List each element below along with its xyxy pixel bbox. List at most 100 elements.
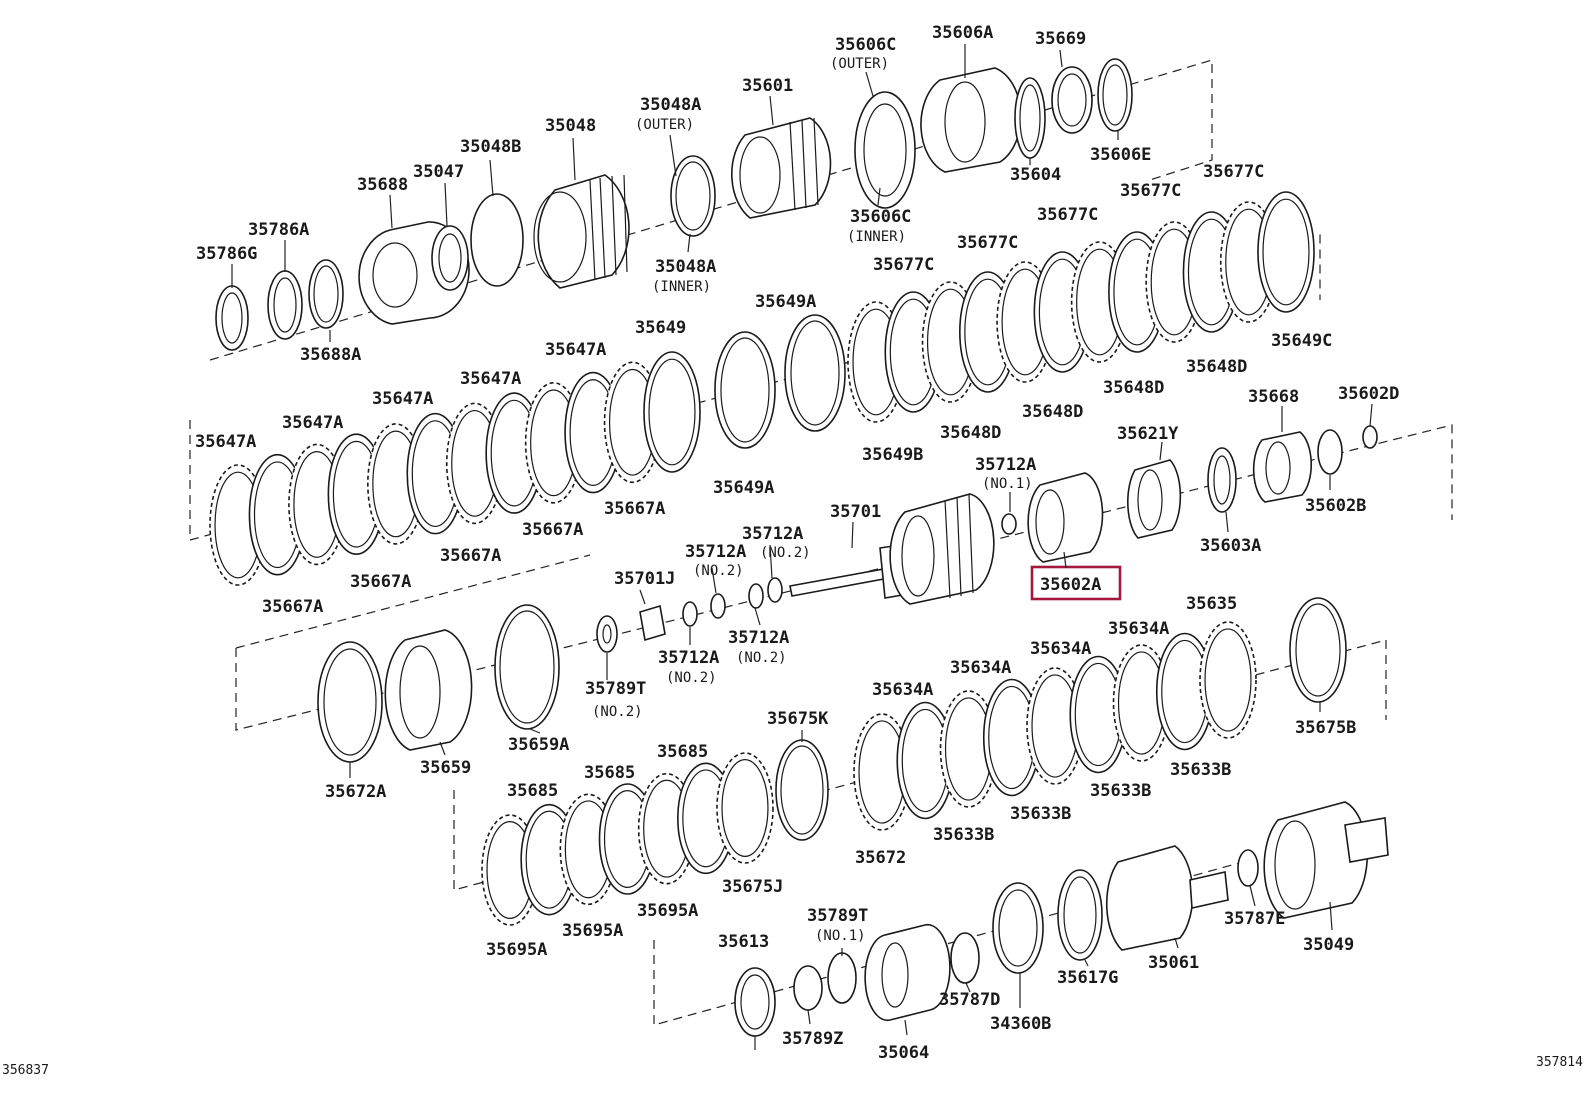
part-35602A (1027, 472, 1104, 563)
label-35688A: 35688A (300, 345, 361, 365)
label-35633B-3: 35633B (1010, 804, 1071, 824)
label-35633B-1: 35633B (1170, 760, 1231, 780)
part-35675B (1289, 597, 1347, 703)
part-35048 (537, 174, 630, 289)
label-35667A-2: 35667A (522, 520, 583, 540)
label-35048: 35048 (545, 116, 596, 136)
label-35647A-3: 35647A (372, 389, 433, 409)
part-35787D (950, 932, 980, 984)
label-35049: 35049 (1303, 935, 1354, 955)
label-35677C-1: 35677C (1203, 162, 1264, 182)
label-35667A-3: 35667A (440, 546, 501, 566)
label-35695A-1: 35695A (637, 901, 698, 921)
label-35634A-1: 35634A (1108, 619, 1169, 639)
label-35668: 35668 (1248, 387, 1299, 407)
clutch-disc (716, 752, 774, 864)
label-35647A-2: 35647A (460, 369, 521, 389)
label-35677C-5: 35677C (873, 255, 934, 275)
note-35712A-no2-d: (NO.2) (666, 670, 717, 686)
part-35061 (1105, 845, 1194, 951)
note-35048A-outer: (OUTER) (635, 117, 694, 133)
label-35649A-bottom: 35649A (713, 478, 774, 498)
part-35049 (1263, 801, 1369, 919)
part-35712A-no2-c (710, 593, 726, 619)
part-35048B (470, 193, 524, 287)
part-35672A (317, 641, 383, 763)
label-35659: 35659 (420, 758, 471, 778)
label-35695A-2: 35695A (562, 921, 623, 941)
part-35712A-no2-d (682, 601, 698, 627)
part-34360B (992, 882, 1044, 974)
label-35659A: 35659A (508, 735, 569, 755)
part-35786G (215, 285, 249, 351)
label-35685-1: 35685 (657, 742, 708, 762)
label-35672A: 35672A (325, 782, 386, 802)
label-35667A-5: 35667A (262, 597, 323, 617)
label-35648D-1: 35648D (1186, 357, 1247, 377)
part-35669 (1051, 66, 1093, 134)
part-35659 (384, 629, 473, 751)
label-35695A-3: 35695A (486, 940, 547, 960)
clutch-disc (643, 351, 701, 473)
label-35621Y: 35621Y (1117, 424, 1179, 444)
part-35789Z (793, 965, 823, 1011)
label-35675B: 35675B (1295, 718, 1356, 738)
label-35649: 35649 (635, 318, 686, 338)
clutch-disc (1257, 191, 1315, 313)
label-35712A-no2-d: 35712A (658, 648, 719, 668)
leader-lines (231, 44, 1373, 1050)
label-35617G: 35617G (1057, 968, 1118, 988)
part-35701J (639, 604, 666, 642)
note-35712A-no1: (NO.1) (982, 476, 1033, 492)
part-35603A (1207, 447, 1237, 513)
label-35606E: 35606E (1090, 145, 1151, 165)
part-35048A (670, 155, 716, 237)
label-35603A: 35603A (1200, 536, 1261, 556)
part-35649A (714, 331, 776, 449)
label-35675K: 35675K (767, 709, 829, 729)
label-35602A: 35602A (1040, 575, 1101, 595)
label-35789T-no2: 35789T (585, 679, 646, 699)
label-35634A-2: 35634A (1030, 639, 1091, 659)
label-35602D: 35602D (1338, 384, 1399, 404)
label-35606A: 35606A (932, 23, 993, 43)
label-35635: 35635 (1186, 594, 1237, 614)
label-35675J: 35675J (722, 877, 783, 897)
label-35604: 35604 (1010, 165, 1061, 185)
part-35712A-no1 (1001, 513, 1017, 535)
label-35677C-4: 35677C (957, 233, 1018, 253)
label-35634A-4: 35634A (872, 680, 933, 700)
part-35789T-no1 (827, 952, 857, 1004)
group-boundaries (189, 59, 1453, 1026)
part-35649A-ring (784, 314, 846, 432)
label-35667A-4: 35667A (350, 572, 411, 592)
part-35617G (1057, 869, 1103, 961)
label-35669: 35669 (1035, 29, 1086, 49)
image-ref-left: 356837 (2, 1063, 49, 1078)
parts-group (209, 58, 1389, 1037)
label-35787D: 35787D (939, 990, 1000, 1010)
part-35688A (308, 259, 344, 329)
note-35712A-no2-a: (NO.2) (760, 545, 811, 561)
label-35677C-3: 35677C (1037, 205, 1098, 225)
label-35672: 35672 (855, 848, 906, 868)
clutch-disc (1199, 621, 1257, 739)
label-35701J: 35701J (614, 569, 675, 589)
label-35649A-top: 35649A (755, 292, 816, 312)
label-35701: 35701 (830, 502, 881, 522)
label-35602B: 35602B (1305, 496, 1366, 516)
label-35648D-4: 35648D (940, 423, 1001, 443)
part-35606E (1097, 58, 1133, 132)
part-35712A-no2-b (748, 583, 764, 609)
label-35633B-4: 35633B (933, 825, 994, 845)
part-35701 (789, 493, 995, 605)
label-35061: 35061 (1148, 953, 1199, 973)
note-35606C-outer: (OUTER) (830, 56, 889, 72)
label-35789Z: 35789Z (782, 1029, 843, 1049)
label-35688: 35688 (357, 175, 408, 195)
label-35712A-no1: 35712A (975, 455, 1036, 475)
image-ref-right: 357814 (1536, 1055, 1583, 1070)
label-35649B: 35649B (862, 445, 923, 465)
part-35602B (1317, 429, 1343, 475)
